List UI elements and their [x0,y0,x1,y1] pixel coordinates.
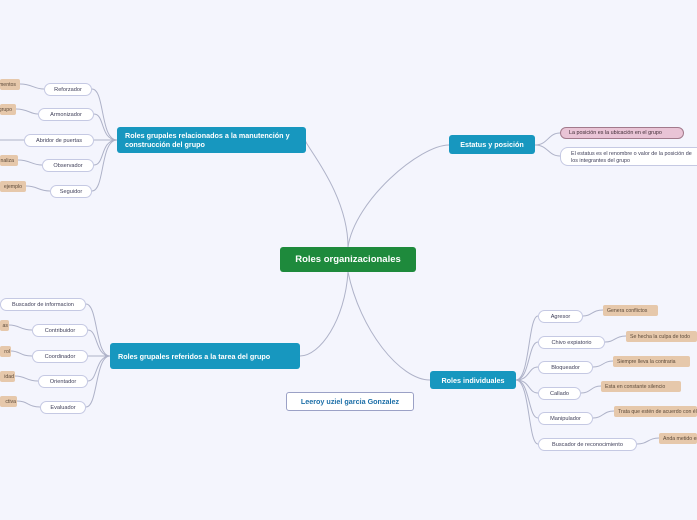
subtopic-callado[interactable]: Callado [538,387,581,400]
subtopic-orientador[interactable]: Orientador [38,375,88,388]
leaf-reforzador[interactable]: mentos [0,79,20,90]
subtopic-armonizador[interactable]: Armonizador [38,108,94,121]
subtopic-observador[interactable]: Observador [42,159,94,172]
subtopic-buscador-informacion[interactable]: Buscador de informacion [0,298,86,311]
leaf-chivo-expiatorio[interactable]: Se hecha la culpa de todo [626,331,697,342]
note-estatus[interactable]: El estatus es el renombre o valor de la … [560,147,697,166]
subtopic-reforzador[interactable]: Reforzador [44,83,92,96]
branch-estatus-posicion[interactable]: Estatus y posición [449,135,535,154]
leaf-coordinador[interactable]: rol [0,346,11,357]
leaf-observador[interactable]: naliza [0,155,18,166]
branch-roles-individuales[interactable]: Roles individuales [430,371,516,389]
leaf-bloqueador[interactable]: Siempre lleva la contraria [613,356,690,367]
author-label[interactable]: Leeroy uziel garcia Gonzalez [286,392,414,411]
leaf-manipulador[interactable]: Trata que estén de acuerdo con él [614,406,697,417]
subtopic-contribuidor[interactable]: Contribuidor [32,324,88,337]
subtopic-manipulador[interactable]: Manipulador [538,412,593,425]
leaf-buscador-reconocimiento[interactable]: Anda metido en todo [659,433,697,444]
subtopic-buscador-reconocimiento[interactable]: Buscador de reconocimiento [538,438,637,451]
subtopic-seguidor[interactable]: Seguidor [50,185,92,198]
subtopic-bloqueador[interactable]: Bloqueador [538,361,593,374]
subtopic-evaluador[interactable]: Evaluador [40,401,86,414]
leaf-agresor[interactable]: Genera conflictos [603,305,658,316]
subtopic-chivo-expiatorio[interactable]: Chivo expiatorio [538,336,605,349]
note-posicion[interactable]: La posición es la ubicación en el grupo [560,127,684,139]
central-topic[interactable]: Roles organizacionales [280,247,416,272]
leaf-contribuidor[interactable]: as [0,320,9,331]
branch-roles-mantencion[interactable]: Roles grupales relacionados a la manuten… [117,127,306,153]
leaf-callado[interactable]: Esta en constante silencio [601,381,681,392]
subtopic-agresor[interactable]: Agresor [538,310,583,323]
leaf-orientador[interactable]: idad [0,371,15,382]
subtopic-abridor-puertas[interactable]: Abridor de puertas [24,134,94,147]
leaf-evaluador[interactable]: ctiva [0,396,17,407]
leaf-armonizador[interactable]: grupo [0,104,16,115]
subtopic-coordinador[interactable]: Coordinador [32,350,88,363]
leaf-seguidor[interactable]: ejemplo [0,181,26,192]
branch-roles-tarea[interactable]: Roles grupales referidos a la tarea del … [110,343,300,369]
